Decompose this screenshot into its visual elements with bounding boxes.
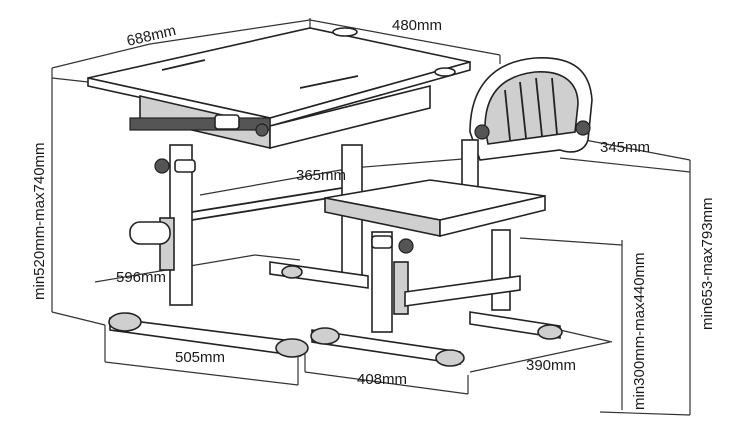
dimension-lines — [51, 18, 691, 416]
label-chair-seat-depth: 345mm — [600, 139, 650, 156]
label-desk-height-range: min520mm-max740mm — [31, 142, 48, 300]
label-seat-height-range: min300mm-max440mm — [631, 252, 648, 410]
label-chair-height-range: min653-max793mm — [699, 197, 716, 330]
label-chair-base-depth: 390mm — [526, 357, 576, 374]
label-desk-depth: 688mm — [125, 22, 178, 50]
label-desk-base-width: 505mm — [175, 349, 225, 366]
label-chair-to-desk: 365mm — [296, 167, 346, 184]
desk — [87, 27, 471, 358]
label-desk-width: 480mm — [392, 17, 442, 34]
label-desk-base-depth: 596mm — [116, 269, 166, 286]
label-chair-base-width: 408mm — [357, 371, 407, 388]
dimension-labels: 688mm 480mm min520mm-max740mm 345mm 365m… — [31, 17, 716, 410]
chair — [310, 57, 593, 367]
